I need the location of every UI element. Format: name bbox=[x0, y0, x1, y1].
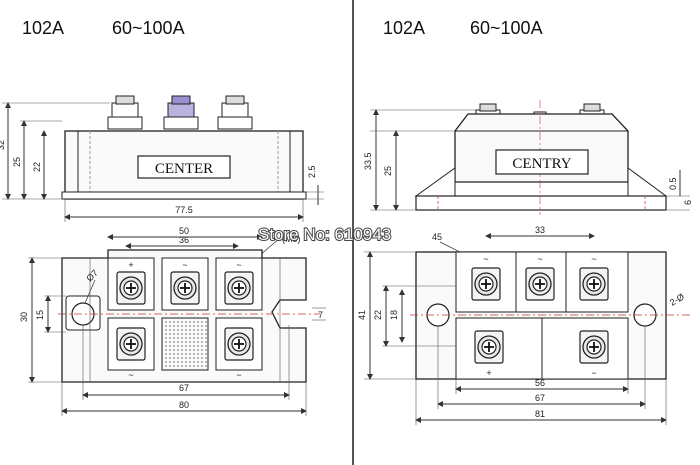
right-dim-slot-h: 18 bbox=[389, 310, 399, 320]
right-dim-hole: 2-Ø bbox=[668, 292, 686, 308]
right-screw-4 bbox=[474, 330, 504, 364]
left-dim-terminal-pitch: 36 bbox=[179, 235, 189, 245]
right-dim-height-side: 41 bbox=[357, 310, 367, 320]
left-top-view: 50 36 (M5) Ø7 + ~ ~ ~ − 30 bbox=[19, 226, 326, 416]
right-mark-1: ~ bbox=[483, 254, 488, 264]
left-mark-1: + bbox=[128, 260, 133, 270]
left-current-label: 60~100A bbox=[112, 18, 185, 38]
right-mark-4: + bbox=[486, 368, 491, 378]
right-model-label: 102A bbox=[383, 18, 426, 38]
right-screw-5 bbox=[579, 330, 609, 364]
left-mark-2: ~ bbox=[182, 260, 187, 270]
right-screw-1 bbox=[471, 267, 501, 301]
left-dim-slot-width: 7 bbox=[318, 310, 323, 320]
right-top-view: 33 45 ~ ~ ~ + − 41 22 18 2-Ø bbox=[357, 225, 690, 425]
left-dim-base-thickness: 2.5 bbox=[307, 165, 317, 178]
right-dim-small: 45 bbox=[432, 232, 442, 242]
right-dim-height-total: 33.5 bbox=[363, 152, 373, 170]
left-screw-3 bbox=[224, 271, 254, 305]
right-dim-inner-h: 22 bbox=[373, 310, 383, 320]
left-dim-terminal-span: 50 bbox=[179, 226, 189, 236]
left-mark-5: − bbox=[236, 370, 241, 380]
right-mark-2: ~ bbox=[537, 254, 542, 264]
right-screw-2 bbox=[525, 267, 555, 301]
left-screw-2 bbox=[170, 271, 200, 305]
left-screw-1 bbox=[116, 271, 146, 305]
left-model-label: 102A bbox=[22, 18, 65, 38]
left-dim-height-side: 30 bbox=[19, 312, 29, 322]
left-dim-screw: (M5) bbox=[282, 234, 301, 244]
right-screw-3 bbox=[579, 267, 609, 301]
left-terminal-top bbox=[107, 95, 253, 130]
left-dim-height-inner2: 22 bbox=[32, 162, 42, 172]
left-side-view: CENTER 32 25 22 2.5 77.5 bbox=[0, 95, 324, 222]
left-screw-5 bbox=[224, 327, 254, 361]
left-screw-4 bbox=[116, 327, 146, 361]
watermark-text: Store No: 610943 bbox=[258, 225, 391, 244]
right-mark-5: − bbox=[591, 368, 596, 378]
right-dim-base-t2: 6 bbox=[683, 200, 693, 205]
left-brand-text: CENTER bbox=[155, 161, 213, 177]
left-dim-slot: 15 bbox=[35, 310, 45, 320]
left-dim-base-length: 80 bbox=[179, 400, 189, 410]
left-dim-height-outer: 32 bbox=[0, 140, 6, 150]
left-mark-3: ~ bbox=[236, 260, 241, 270]
right-side-view: CENTRY 33.5 25 0.5 6 bbox=[363, 100, 693, 215]
right-mark-3: ~ bbox=[591, 254, 596, 264]
left-dim-height-inner1: 25 bbox=[12, 157, 22, 167]
left-mark-4: ~ bbox=[128, 370, 133, 380]
right-dim-height-body: 25 bbox=[383, 166, 393, 176]
right-dim-mount-pitch: 67 bbox=[535, 393, 545, 403]
right-dim-terminal-pitch: 33 bbox=[535, 225, 545, 235]
store-watermark: Store No: 610943 bbox=[257, 224, 392, 245]
right-current-label: 60~100A bbox=[470, 18, 543, 38]
right-dim-base-t1: 0.5 bbox=[668, 177, 678, 190]
panel-divider bbox=[352, 0, 354, 465]
right-brand-text: CENTRY bbox=[512, 156, 571, 172]
left-dim-width-total: 77.5 bbox=[175, 205, 193, 215]
left-brand-box bbox=[137, 155, 231, 179]
right-brand-box bbox=[495, 149, 589, 175]
left-dim-mount-pitch: 67 bbox=[179, 383, 189, 393]
right-dim-base-length: 81 bbox=[535, 409, 545, 419]
right-dim-span-56: 56 bbox=[535, 378, 545, 388]
